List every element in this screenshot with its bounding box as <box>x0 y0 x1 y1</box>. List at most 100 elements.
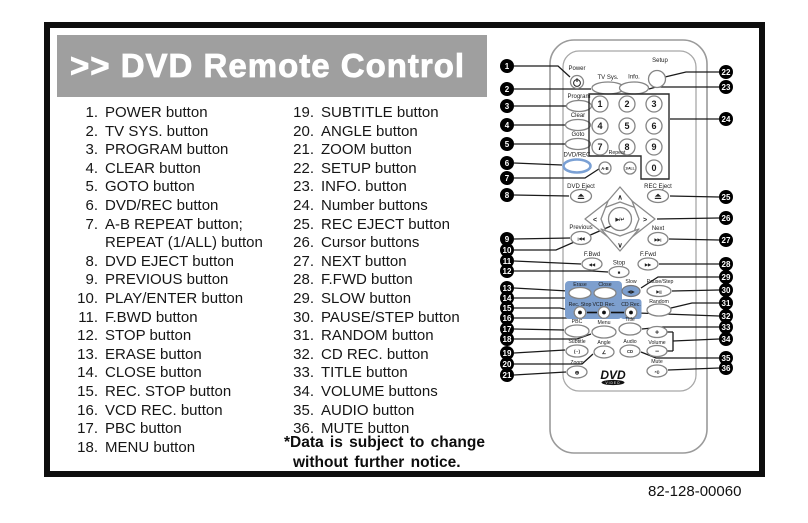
legend-item: 24.Number buttons <box>293 196 428 214</box>
a-b-repeat-button: A-B <box>598 161 612 175</box>
svg-text:29: 29 <box>722 273 731 282</box>
callout-line-9 <box>513 237 571 240</box>
callout-1: 1 <box>500 59 514 73</box>
svg-text:11: 11 <box>503 257 512 266</box>
next-label: Next <box>652 226 665 232</box>
legend-item: 1.POWER button <box>85 104 208 121</box>
menu-button: Menu <box>591 320 617 339</box>
program-label: Program <box>567 94 590 100</box>
svg-text:6: 6 <box>651 121 656 131</box>
zoom-icon: ⊕ <box>575 371 580 377</box>
legend-item: 10.PLAY/ENTER button <box>77 289 244 307</box>
callout-line-11 <box>513 260 582 265</box>
legend-item: 12.STOP button <box>77 327 192 345</box>
svg-text:19: 19 <box>503 349 512 358</box>
callout-lines <box>513 65 720 376</box>
callout-19: 19 <box>500 346 514 360</box>
legend-item: 30.PAUSE/STEP button <box>293 308 460 326</box>
svg-text:33: 33 <box>722 323 731 332</box>
svg-text:27: 27 <box>722 236 731 245</box>
audio-icon: CD <box>627 349 633 354</box>
svg-text:5: 5 <box>624 121 629 131</box>
cd-rec-label: CD Rec. <box>621 302 641 308</box>
previous-label: Previous <box>569 225 592 231</box>
dvd-rec-button: DVD/REC <box>562 153 592 174</box>
svg-text:1: 1 <box>505 62 510 71</box>
stop-button: Stop ■ <box>608 261 630 279</box>
fast-backward-icon: ◀◀ <box>588 262 596 267</box>
pause-step-button: Pause/Step ▶|| <box>646 279 674 298</box>
volume-down-button: − <box>646 344 668 358</box>
svg-text:20: 20 <box>503 360 512 369</box>
dvd-rec-label: DVD/REC <box>563 153 591 159</box>
legend-item: 14.CLOSE button <box>77 364 202 382</box>
callout-25: 25 <box>719 190 733 204</box>
stop-label: Stop <box>613 261 626 267</box>
callout-line-19 <box>513 349 566 354</box>
record-dot-icon <box>629 310 633 315</box>
svg-text:21: 21 <box>503 371 512 380</box>
close-label: Close <box>598 282 611 288</box>
title-banner: >> DVD Remote Control <box>57 35 487 97</box>
callout-line-27 <box>668 238 720 241</box>
subtitle-button: Subtitle (··) <box>565 339 589 358</box>
callout-26: 26 <box>719 211 733 225</box>
legend-item: 34.VOLUME buttons <box>293 382 438 400</box>
callout-line-17 <box>513 328 565 331</box>
menu-label: Menu <box>598 320 611 326</box>
callout-36: 36 <box>719 361 733 375</box>
legend-item: 25.REC EJECT button <box>293 215 450 233</box>
record-dot-icon <box>578 310 582 315</box>
angle-button: Angle ∠ <box>593 340 615 359</box>
f-bwd-label: F.Bwd <box>584 252 600 258</box>
svg-text:30: 30 <box>722 286 731 295</box>
legend-item: 31.RANDOM button <box>293 327 434 345</box>
legend-item: 5.GOTO button <box>85 178 195 196</box>
svg-text:16: 16 <box>503 314 512 323</box>
svg-text:7: 7 <box>597 142 602 152</box>
repeat-1-all-button: 1/ALL <box>623 161 637 175</box>
callout-30: 30 <box>719 283 733 297</box>
repeat-buttons: Repeat A-B 1/ALL <box>598 150 637 175</box>
callout-line-30 <box>671 289 720 292</box>
svg-text:4: 4 <box>597 121 602 131</box>
cursor-down-button <box>600 228 640 252</box>
legend-item: 17.PBC button <box>77 420 182 438</box>
tv-sys-label: TV Sys. <box>597 75 618 81</box>
callout-line-18 <box>514 333 592 340</box>
svg-text:1/ALL: 1/ALL <box>625 167 634 171</box>
callout-17: 17 <box>500 322 514 336</box>
svg-text:32: 32 <box>722 312 731 321</box>
callout-line-25 <box>669 195 720 198</box>
callout-line-20 <box>514 353 594 365</box>
callout-8: 8 <box>500 188 514 202</box>
zoom-button: Zoom ⊕ <box>566 360 588 379</box>
callout-14: 14 <box>500 291 514 305</box>
callout-4: 4 <box>500 118 514 132</box>
dvd-logo-text: DVD <box>600 368 626 382</box>
mute-icon: ×)) <box>655 369 661 374</box>
angle-icon: ∠ <box>602 350 607 356</box>
volume-up-button: + <box>646 325 668 339</box>
legend-item: 26.Cursor buttons <box>293 234 420 252</box>
svg-text:1: 1 <box>597 99 602 109</box>
svg-text:9: 9 <box>651 142 656 152</box>
digit-button-5: 5 <box>618 117 636 135</box>
legend-column-2: 19.SUBTITLE button 20.ANGLE button 21.ZO… <box>286 104 460 439</box>
record-dot-icon <box>602 310 606 315</box>
legend-item: 11.F.BWD button <box>78 308 198 326</box>
callout-16: 16 <box>500 311 514 325</box>
callout-5: 5 <box>500 137 514 151</box>
play-enter-button: ▶/↵ <box>607 206 633 232</box>
dvd-disc-icon <box>601 379 625 386</box>
info-label: Info. <box>628 75 640 81</box>
legend-item: 13.ERASE button <box>77 345 202 363</box>
svg-text:A-B: A-B <box>601 166 608 171</box>
svg-text:17: 17 <box>503 325 512 334</box>
callout-2: 2 <box>500 82 514 96</box>
volume-label: Volume <box>648 340 665 346</box>
legend-item: REPEAT (1/ALL) button <box>105 234 263 252</box>
clear-button: Clear <box>564 113 592 132</box>
callout-13: 13 <box>500 281 514 295</box>
f-fwd-label: F.Fwd <box>640 252 656 258</box>
